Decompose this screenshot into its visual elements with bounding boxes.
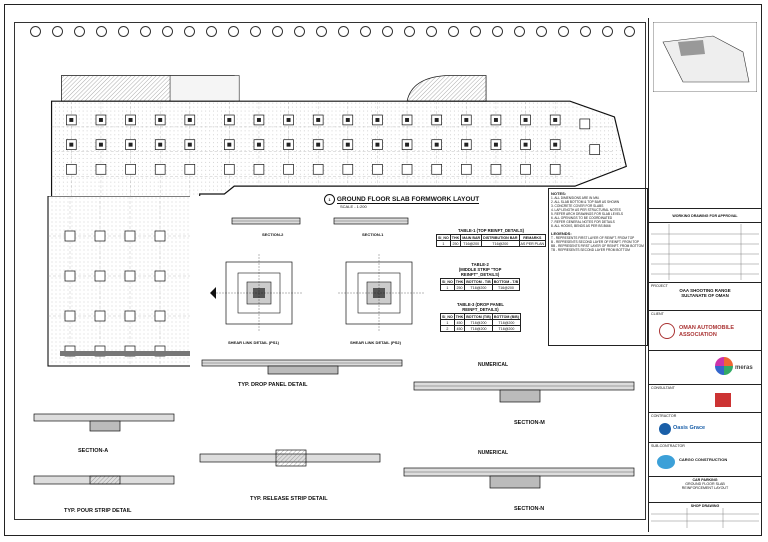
section-2-label: SECTION-2 bbox=[262, 232, 284, 237]
section-n-title: SECTION-N bbox=[514, 506, 545, 512]
plan-scale: SCALE - 1:200 bbox=[340, 204, 367, 209]
grid-bubble bbox=[580, 26, 591, 37]
numerical-label-1: NUMERICAL bbox=[478, 362, 508, 368]
drawing-info-block: SHOP DRAWING bbox=[649, 502, 761, 532]
drawing-title-block: CAR PARKING GROUND FLOOR SLAB REINFORCEM… bbox=[649, 476, 761, 502]
general-notes: NOTES: 1. ALL DIMENSIONS ARE IN MM. 2. A… bbox=[548, 188, 648, 346]
client-block: CLIENT OMAN AUTOMOBILE ASSOCIATION bbox=[649, 310, 761, 350]
section-1-label: SECTION-1 bbox=[362, 232, 384, 237]
grid-line-markers bbox=[30, 26, 642, 40]
plan-title: 1 GROUND FLOOR SLAB FORMWORK LAYOUT bbox=[324, 194, 480, 205]
slab-plan-lower-wing bbox=[47, 196, 190, 367]
shear-link-1-title: SHEAR LINK DETAIL (PS1) bbox=[228, 340, 279, 345]
numerical-label-2: NUMERICAL bbox=[478, 450, 508, 456]
grid-bubble bbox=[404, 26, 415, 37]
consultant-brand: meras bbox=[735, 365, 753, 371]
grid-bubble bbox=[448, 26, 459, 37]
grid-bubble bbox=[316, 26, 327, 37]
section-m-sketch bbox=[413, 381, 635, 403]
title-block: WORKING DRAWING FOR APPROVAL PROJECT OAA… bbox=[648, 18, 761, 532]
table-drop-panel: TABLE-3 (DROP PANEL REINFT_DETAILS) SI_N… bbox=[440, 302, 521, 332]
release-strip-title: TYP. RELEASE STRIP DETAIL bbox=[250, 496, 328, 502]
grid-bubble bbox=[536, 26, 547, 37]
consultant-logo-icon bbox=[715, 357, 733, 375]
grid-bubble bbox=[184, 26, 195, 37]
section-n-sketch bbox=[403, 467, 635, 489]
grid-bubble bbox=[228, 26, 239, 37]
grid-bubble bbox=[426, 26, 437, 37]
grid-bubble bbox=[206, 26, 217, 37]
drawing-sheet-border bbox=[4, 4, 762, 536]
subcontractor-block: SUB-CONTRACTOR CARGO CONSTRUCTION bbox=[649, 442, 761, 476]
consultant-secondary: CONSULTANT bbox=[649, 384, 761, 412]
grid-bubble bbox=[294, 26, 305, 37]
grid-bubble bbox=[470, 26, 481, 37]
contractor-logo-icon bbox=[659, 423, 671, 435]
section-2-sketch bbox=[231, 217, 301, 225]
grid-bubble bbox=[250, 26, 261, 37]
pour-strip-title: TYP. POUR STRIP DETAIL bbox=[64, 508, 132, 514]
drop-panel-title: TYP. DROP PANEL DETAIL bbox=[238, 382, 308, 388]
table-middle-strip: TABLE-2(MIDDLE STRIP "TOP REINFT"_DETAIL… bbox=[440, 262, 521, 291]
shear-link-detail-ps2 bbox=[338, 254, 424, 332]
grid-bubble bbox=[624, 26, 635, 37]
hatched-strip-curved bbox=[406, 75, 487, 102]
grid-bubble bbox=[74, 26, 85, 37]
grid-bubble bbox=[272, 26, 283, 37]
project-block: PROJECT OAA SHOOTING RANGE SULTANATE OF … bbox=[649, 282, 761, 310]
slab-outline bbox=[50, 100, 627, 196]
subcontractor-logo-icon bbox=[657, 455, 675, 469]
release-strip-sketch bbox=[199, 449, 381, 467]
key-plan bbox=[653, 22, 757, 92]
grid-bubble bbox=[30, 26, 41, 37]
ground-floor-slab-plan bbox=[50, 75, 627, 196]
approval-stamp: WORKING DRAWING FOR APPROVAL bbox=[649, 208, 761, 222]
grid-bubble bbox=[52, 26, 63, 37]
section-1-sketch bbox=[333, 217, 409, 225]
grid-bubble bbox=[96, 26, 107, 37]
grid-bubble bbox=[514, 26, 525, 37]
grid-bubble bbox=[118, 26, 129, 37]
drawing-area-frame bbox=[14, 22, 646, 520]
shear-link-detail-ps1 bbox=[210, 254, 302, 332]
client-logo-icon bbox=[659, 323, 675, 339]
grid-bubble bbox=[360, 26, 371, 37]
grid-bubble bbox=[602, 26, 613, 37]
consultant-2-logo-icon bbox=[715, 393, 731, 407]
pour-strip-sketch bbox=[33, 475, 175, 485]
contractor-block: CONTRACTOR Oasis Grace bbox=[649, 412, 761, 442]
grid-bubble bbox=[558, 26, 569, 37]
grid-bubble bbox=[162, 26, 173, 37]
grid-bubble bbox=[382, 26, 393, 37]
grid-bubble bbox=[492, 26, 503, 37]
shear-link-2-title: SHEAR LINK DETAIL (PS2) bbox=[350, 340, 401, 345]
grid-bubble bbox=[140, 26, 151, 37]
section-a-sketch bbox=[33, 413, 175, 432]
revision-table bbox=[649, 222, 761, 282]
section-a-title: SECTION-A bbox=[78, 448, 109, 454]
section-m-title: SECTION-M bbox=[514, 420, 545, 426]
grid-bubble bbox=[338, 26, 349, 37]
drop-panel-detail-sketch bbox=[201, 359, 403, 375]
consultant-block: meras bbox=[649, 350, 761, 384]
